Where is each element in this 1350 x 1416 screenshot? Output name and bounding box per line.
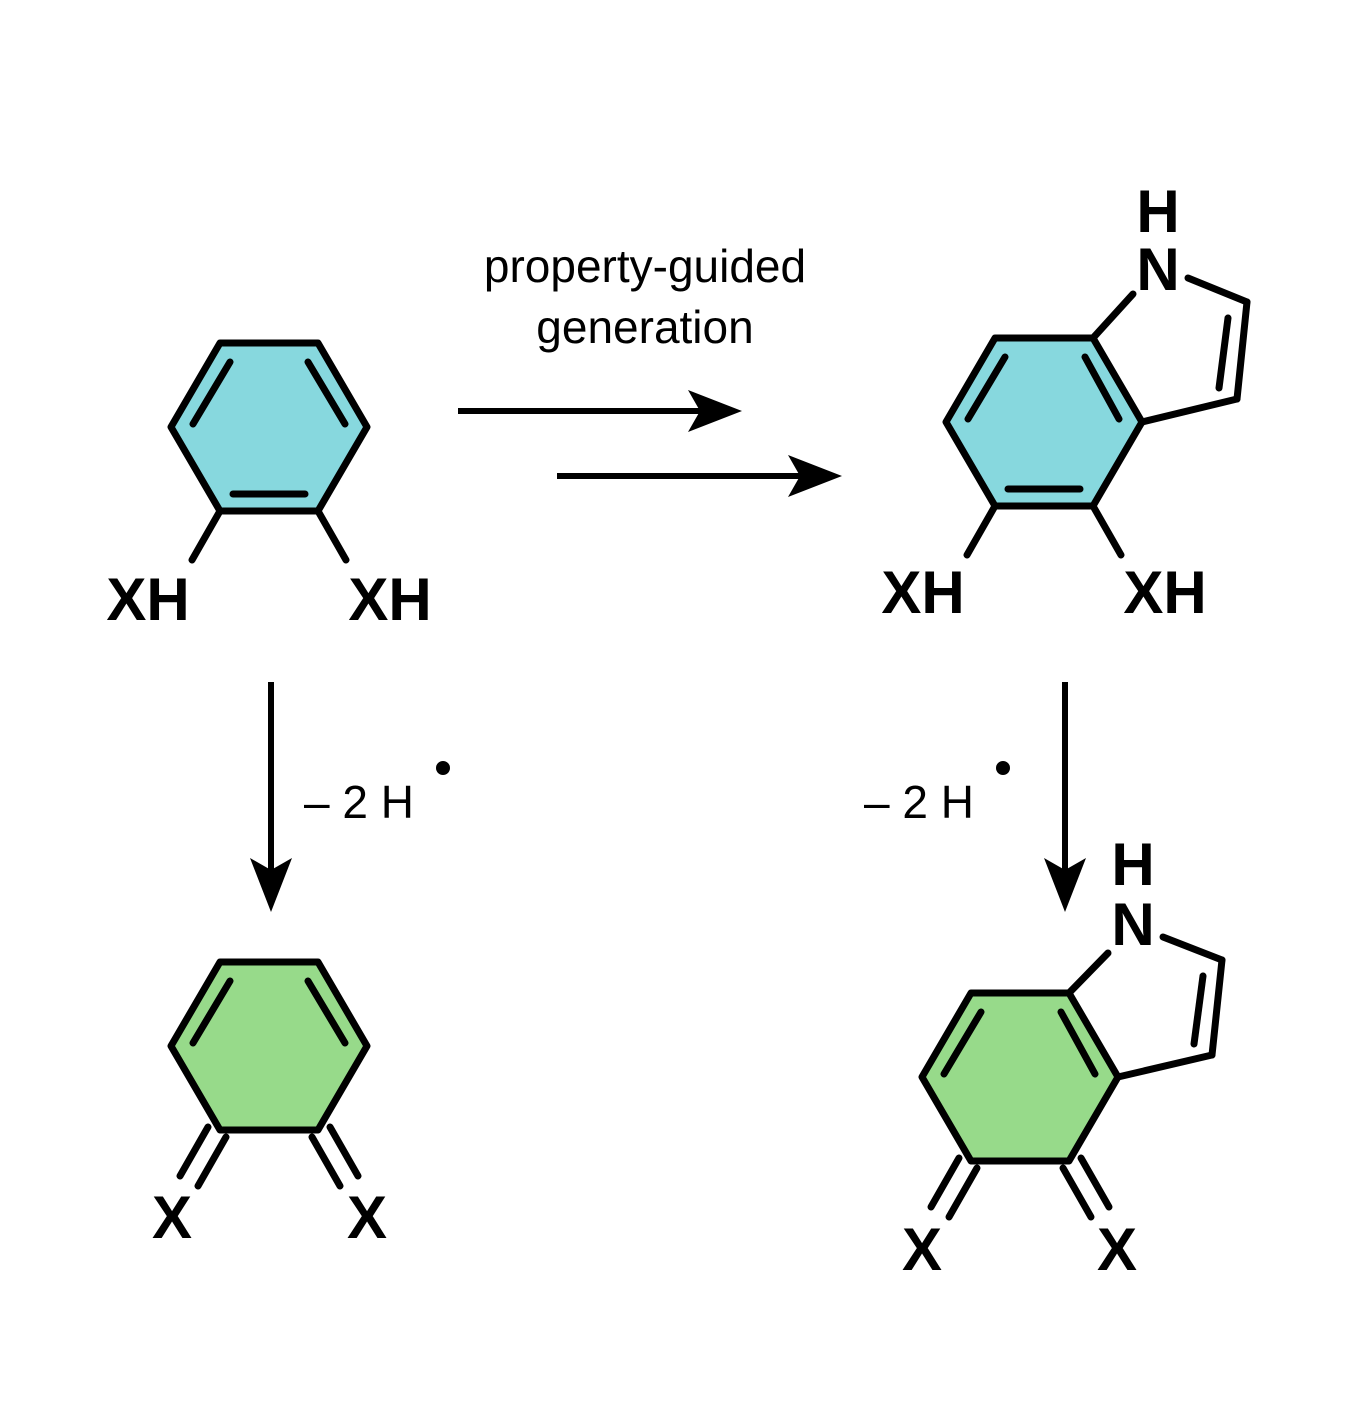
substituent-bond [188,507,224,564]
pyrrole-bond [1159,933,1226,964]
atom-label-x-right: X [347,1184,387,1251]
arrow-head-2 [788,455,842,497]
arrow-head-1 [688,390,742,432]
pyrrole-bond [1184,274,1251,306]
atom-label-n-top: N [1136,236,1179,303]
inner-double-bond [1057,1008,1099,1078]
carbonyl-bond [1077,1154,1113,1211]
molecule-quinone: X X [152,958,387,1251]
indole-quinone-ring-oxidized [918,989,1122,1165]
reaction-label-line1: property-guided [484,240,806,292]
carbonyl-bond [1059,1164,1095,1221]
arrow-head [250,858,292,912]
multistep-arrow: property-guided generation [458,240,842,497]
oxidation-arrow-right: – 2 H [864,682,1086,912]
step-label-left: – 2 H [304,776,414,828]
molecule-indole-dixh: H N XH XH [881,178,1251,626]
substituent-bond [963,502,999,559]
carbonyl-bond [326,1123,362,1180]
oxidation-arrow-left: – 2 H [250,682,450,912]
carbonyl-bond [927,1154,963,1211]
pyrrole-bond [1065,949,1112,997]
pyrrole-bond [1138,395,1241,426]
substituent-bond [314,507,350,564]
atom-label-xh-left: XH [881,559,964,626]
molecule-indole-quinone: H N X X [902,831,1226,1283]
indole-benzene-ring-reduced [942,334,1146,510]
atom-label-x-right: X [1097,1216,1137,1283]
atom-label-n-bottom: N [1111,891,1154,958]
inner-double-bond [964,353,1009,423]
inner-double-bond [940,1008,985,1078]
pyrrole-bond [1208,956,1226,1059]
pyrrole-bond [1233,298,1251,403]
benzene-ring-reduced [167,339,371,515]
arrow-head [1044,858,1086,912]
pyrrole-bond [1089,290,1137,342]
inner-double-bond [304,977,349,1047]
atom-label-h-bottom: H [1111,831,1154,898]
atom-label-xh-left: XH [106,566,189,633]
pyrrole-bond [1114,1051,1216,1081]
atom-label-x-left: X [902,1216,942,1283]
atom-label-h-top: H [1136,178,1179,245]
radical-dot [996,761,1010,775]
carbonyl-bond [308,1133,344,1190]
carbonyl-bond [176,1123,212,1180]
atom-label-xh-right: XH [348,566,431,633]
carbonyl-bond [945,1164,981,1221]
inner-double-bond [189,977,234,1047]
reaction-label-line2: generation [536,301,753,353]
molecule-benzene-dixh: XH XH [106,339,432,633]
atom-label-xh-right: XH [1123,559,1206,626]
atom-label-x-left: X [152,1184,192,1251]
substituent-bond [1089,502,1125,559]
step-label-right: – 2 H [864,776,974,828]
inner-double-bond [1081,353,1123,423]
quinone-ring-oxidized [167,958,371,1134]
carbonyl-bond [194,1133,230,1190]
inner-double-bond [304,358,349,428]
pyrrole-inner-double-bond [1215,314,1232,392]
inner-double-bond [189,358,234,428]
pyrrole-inner-double-bond [1190,972,1207,1048]
radical-dot [436,761,450,775]
